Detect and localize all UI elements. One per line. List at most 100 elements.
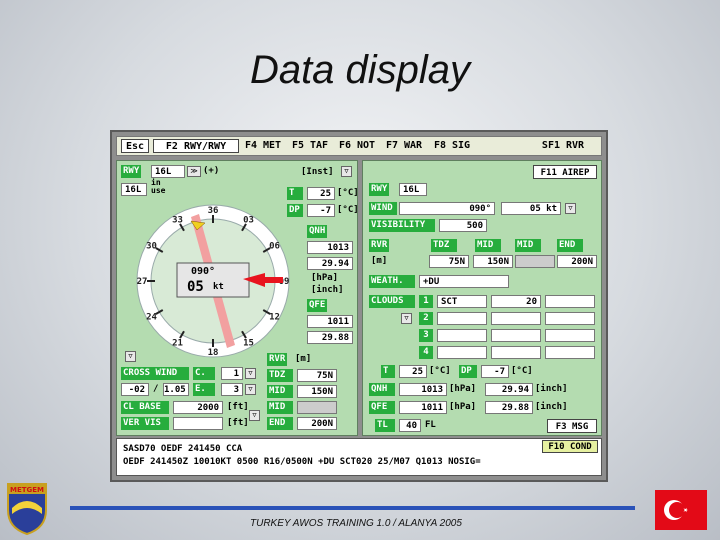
- wind-speed-right: 05 kt: [501, 202, 561, 215]
- e-label: E.: [193, 383, 215, 396]
- wind-direction-arrow-icon: [243, 273, 283, 287]
- wind-speed-value: 05: [187, 279, 204, 295]
- tdz-value-right: 75N: [429, 255, 469, 268]
- qfe-hpa: 1011: [307, 315, 353, 328]
- dp-label-right: DP: [459, 365, 477, 378]
- wind-unit: kt: [213, 282, 224, 292]
- qfe-unit-inch-right: [inch]: [535, 402, 568, 412]
- tab-sig[interactable]: F8 SIG: [433, 140, 471, 151]
- weath-value: +DU: [419, 275, 509, 288]
- cloud-height: [491, 312, 541, 325]
- qnh-hpa-right: 1013: [399, 383, 447, 396]
- t-value: 25: [307, 187, 335, 200]
- clouds-label: CLOUDS: [369, 295, 415, 308]
- runway-arrow-icon: [190, 220, 206, 231]
- cloud-height: [491, 346, 541, 359]
- wind-label: WIND: [369, 202, 397, 215]
- cloud-row-num: 4: [419, 346, 433, 359]
- end-value: 200N: [297, 417, 337, 430]
- rwy-label-right: RWY: [369, 183, 390, 196]
- mid-value: 150N: [297, 385, 337, 398]
- visibility-label: VISIBILITY: [369, 219, 435, 232]
- tab-met[interactable]: F4 MET: [244, 140, 282, 151]
- qnh-inch: 29.94: [307, 257, 353, 270]
- tab-rwy-rwy[interactable]: F2 RWY/RWY: [153, 139, 239, 153]
- dp-unit: [°C]: [337, 205, 359, 215]
- tdz-label-right: TDZ: [431, 239, 457, 252]
- tab-taf[interactable]: F5 TAF: [291, 140, 329, 151]
- qfe-label-right: QFE: [369, 401, 395, 414]
- wind-slash: /: [153, 384, 159, 394]
- tl-label: TL: [375, 419, 395, 432]
- cl-base-unit: [ft]: [227, 402, 249, 412]
- qfe-hpa-right: 1011: [399, 401, 447, 414]
- cloud-type: [437, 312, 487, 325]
- qfe-inch-right: 29.88: [485, 401, 533, 414]
- mid2-label-right: MID: [515, 239, 541, 252]
- cl-base-value: 2000: [173, 401, 223, 414]
- airep-button[interactable]: F11 AIREP: [533, 165, 597, 179]
- compass-dropdown[interactable]: ▽: [125, 351, 136, 362]
- wind-dropdown[interactable]: ▽: [565, 203, 576, 214]
- inst-dropdown[interactable]: ▽: [341, 166, 352, 177]
- rwy-next-button[interactable]: ≫: [187, 166, 201, 177]
- e-dropdown[interactable]: ▽: [245, 384, 256, 395]
- qnh-label-right: QNH: [369, 383, 395, 396]
- qfe-inch: 29.88: [307, 331, 353, 344]
- compass-tick: [155, 309, 164, 315]
- qnh-unit-inch-right: [inch]: [535, 384, 568, 394]
- cloud-height: [491, 329, 541, 342]
- compass-label-03: 03: [243, 216, 254, 226]
- t-unit: [°C]: [337, 188, 359, 198]
- c-value: 1: [221, 367, 243, 380]
- e-value: 3: [221, 383, 243, 396]
- ver-vis-value: [173, 417, 223, 430]
- qnh-hpa: 1013: [307, 241, 353, 254]
- turkey-flag-icon: [655, 490, 707, 530]
- logo-text: METGEM: [10, 486, 44, 494]
- clouds-dropdown[interactable]: ▽: [401, 313, 412, 324]
- mid2-label: MID: [267, 401, 293, 414]
- end-value-right: 200N: [557, 255, 597, 268]
- cross-wind-label: CROSS WIND: [121, 367, 189, 380]
- rvr-label-right: RVR: [369, 239, 390, 252]
- qnh-label: QNH: [307, 225, 328, 238]
- cond-button[interactable]: F10 COND: [542, 440, 598, 453]
- rwy-plus: (+): [203, 166, 220, 176]
- compass-label-15: 15: [243, 338, 254, 348]
- t-value-right: 25: [399, 365, 427, 378]
- cloud-type: [437, 329, 487, 342]
- mid-label-right: MID: [475, 239, 501, 252]
- weath-label: WEATH.: [369, 275, 415, 288]
- compass-tick: [179, 223, 185, 232]
- cl-base-dropdown[interactable]: ▽: [249, 410, 260, 421]
- tl-unit: FL: [425, 420, 436, 430]
- rwy-value-right: 16L: [399, 183, 427, 196]
- compass-label-12: 12: [269, 313, 280, 323]
- slide-title: Data display: [249, 48, 471, 92]
- rwy-label: RWY: [121, 165, 142, 178]
- qfe-label: QFE: [307, 299, 328, 312]
- cl-base-label: CL BASE: [121, 401, 169, 414]
- c-dropdown[interactable]: ▽: [245, 368, 256, 379]
- compass-label-27: 27: [137, 277, 148, 287]
- tab-rvr[interactable]: SF1 RVR: [541, 140, 585, 151]
- esc-button[interactable]: Esc: [121, 139, 149, 153]
- ver-vis-unit: [ft]: [227, 418, 249, 428]
- cloud-row-num: 2: [419, 312, 433, 325]
- qnh-unit-inch: [inch]: [311, 285, 344, 295]
- tdz-label: TDZ: [267, 369, 293, 382]
- tdz-value: 75N: [297, 369, 337, 382]
- in-use-label: in use: [151, 178, 166, 195]
- tab-war[interactable]: F7 WAR: [385, 140, 423, 151]
- metar-line-2: OEDF 241450Z 10010KT 0500 R16/0500N +DU …: [123, 457, 481, 467]
- msg-button[interactable]: F3 MSG: [547, 419, 597, 433]
- tab-not[interactable]: F6 NOT: [338, 140, 376, 151]
- dp-label: DP: [287, 204, 303, 217]
- qnh-inch-right: 29.94: [485, 383, 533, 396]
- rwy-select[interactable]: 16L: [151, 165, 185, 178]
- compass-label-09: 09: [279, 277, 290, 287]
- ver-vis-label: VER VIS: [121, 417, 169, 430]
